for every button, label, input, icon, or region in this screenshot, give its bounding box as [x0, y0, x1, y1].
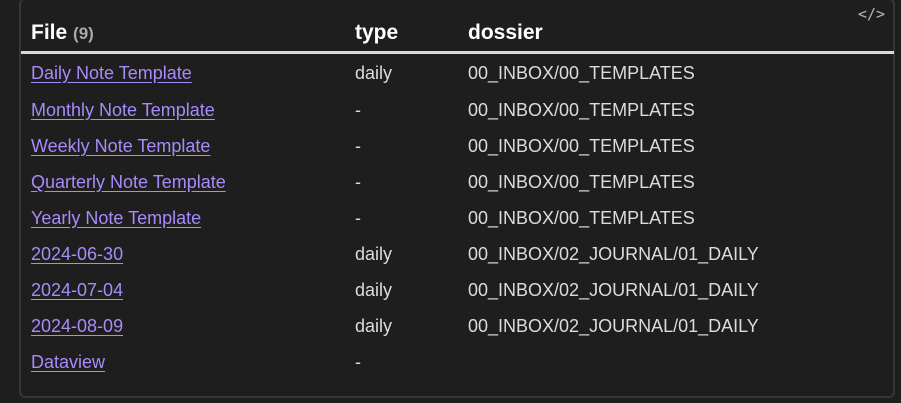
- table-row: 2024-08-09 daily 00_INBOX/02_JOURNAL/01_…: [21, 308, 894, 344]
- file-cell: 2024-08-09: [21, 308, 345, 344]
- dossier-cell: 00_INBOX/00_TEMPLATES: [468, 62, 695, 83]
- type-cell: -: [355, 207, 361, 228]
- file-cell: Dataview: [21, 344, 345, 380]
- column-header-type[interactable]: type: [345, 14, 458, 54]
- table-row: 2024-06-30 daily 00_INBOX/02_JOURNAL/01_…: [21, 236, 894, 272]
- file-count: (9): [73, 23, 94, 43]
- type-cell: daily: [355, 315, 393, 336]
- table-row: Monthly Note Template - 00_INBOX/00_TEMP…: [21, 92, 894, 128]
- column-header-file-label: File: [31, 20, 68, 44]
- table-row: 2024-07-04 daily 00_INBOX/02_JOURNAL/01_…: [21, 272, 894, 308]
- dossier-cell: [458, 344, 894, 380]
- dossier-cell: 00_INBOX/00_TEMPLATES: [468, 171, 695, 192]
- table-header-row: File (9) type dossier: [21, 14, 894, 54]
- type-cell: -: [355, 171, 361, 192]
- file-cell: Quarterly Note Template: [21, 164, 345, 200]
- table-row: Dataview -: [21, 344, 894, 380]
- dossier-cell: 00_INBOX/00_TEMPLATES: [468, 207, 695, 228]
- file-link[interactable]: Yearly Note Template: [31, 207, 202, 228]
- type-cell: daily: [355, 62, 393, 83]
- dossier-cell: 00_INBOX/02_JOURNAL/01_DAILY: [468, 243, 759, 264]
- dossier-cell: 00_INBOX/00_TEMPLATES: [468, 135, 695, 156]
- file-cell: Yearly Note Template: [21, 200, 345, 236]
- dossier-cell: 00_INBOX/02_JOURNAL/01_DAILY: [468, 279, 759, 300]
- file-cell: Weekly Note Template: [21, 128, 345, 164]
- dossier-cell: 00_INBOX/00_TEMPLATES: [468, 99, 695, 120]
- file-link[interactable]: Daily Note Template: [31, 62, 192, 83]
- dataview-table: File (9) type dossier Daily Note Templat…: [21, 14, 894, 380]
- table-row: Quarterly Note Template - 00_INBOX/00_TE…: [21, 164, 894, 200]
- file-cell: 2024-06-30: [21, 236, 345, 272]
- dossier-cell: 00_INBOX/02_JOURNAL/01_DAILY: [468, 315, 759, 336]
- file-link[interactable]: 2024-06-30: [31, 243, 124, 264]
- type-cell: daily: [355, 279, 393, 300]
- column-header-dossier[interactable]: dossier: [458, 14, 894, 54]
- file-cell: 2024-07-04: [21, 272, 345, 308]
- file-link[interactable]: 2024-07-04: [31, 279, 124, 300]
- file-link[interactable]: Monthly Note Template: [31, 99, 215, 120]
- type-cell: daily: [355, 243, 393, 264]
- column-header-file[interactable]: File (9): [21, 14, 345, 54]
- type-cell: -: [355, 135, 361, 156]
- file-link[interactable]: 2024-08-09: [31, 315, 124, 336]
- file-cell: Daily Note Template: [21, 53, 345, 93]
- file-link[interactable]: Weekly Note Template: [31, 135, 211, 156]
- table-row: Weekly Note Template - 00_INBOX/00_TEMPL…: [21, 128, 894, 164]
- dataview-block: [19, 0, 895, 398]
- file-link[interactable]: Quarterly Note Template: [31, 171, 226, 192]
- file-cell: Monthly Note Template: [21, 92, 345, 128]
- file-link[interactable]: Dataview: [31, 351, 106, 372]
- type-cell: -: [355, 99, 361, 120]
- table-row: Daily Note Template daily 00_INBOX/00_TE…: [21, 53, 894, 93]
- table-row: Yearly Note Template - 00_INBOX/00_TEMPL…: [21, 200, 894, 236]
- type-cell: -: [355, 351, 361, 372]
